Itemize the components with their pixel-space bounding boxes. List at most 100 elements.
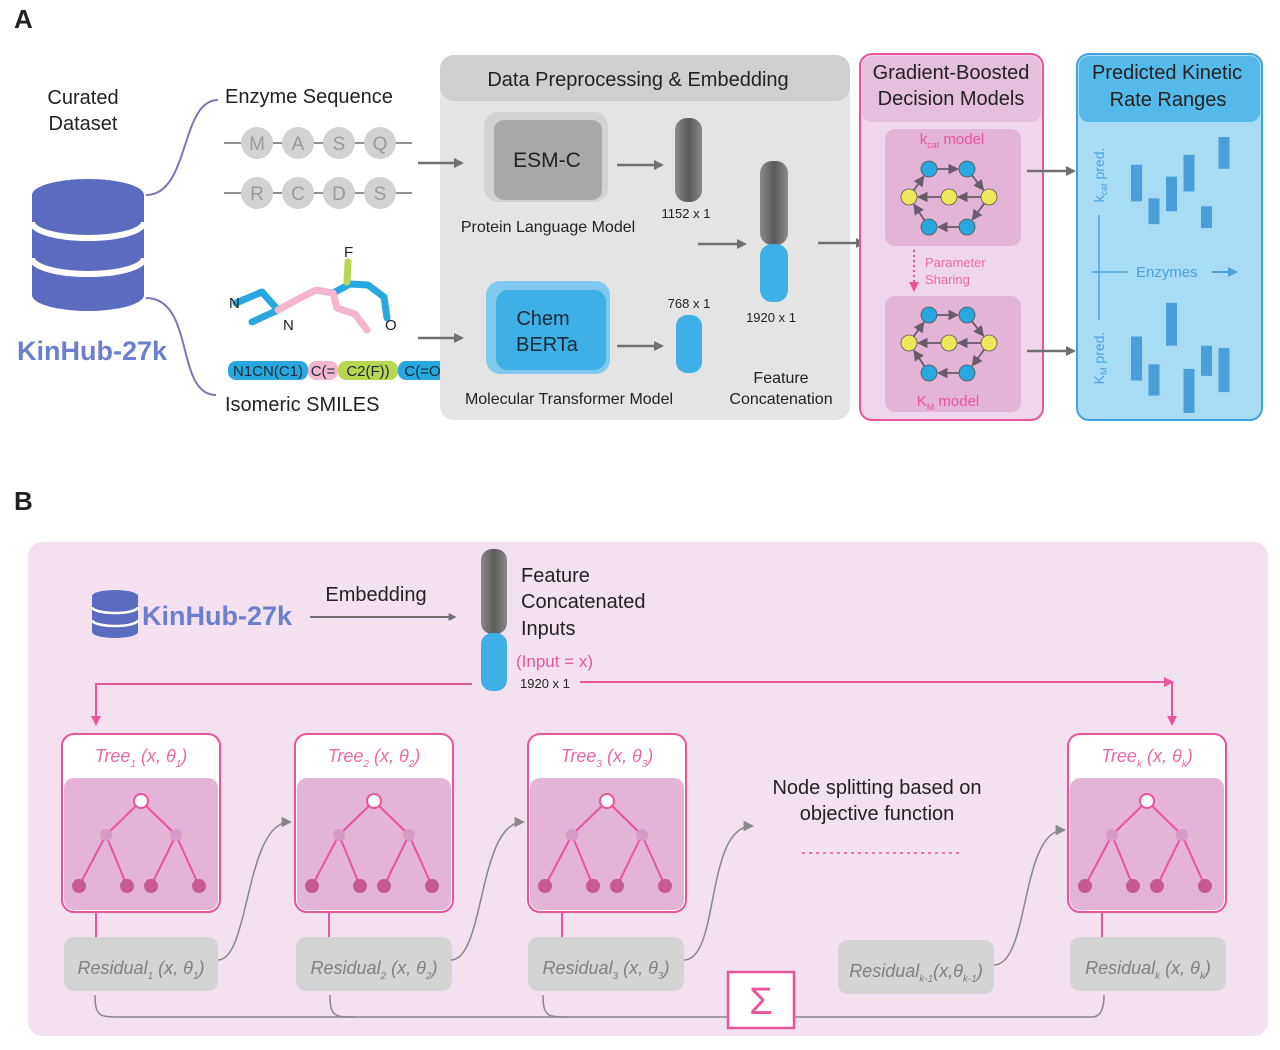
preprocessing-title: Data Preprocessing & Embedding <box>487 69 788 91</box>
tree-root-node <box>1139 793 1155 809</box>
tree-leaf-node <box>538 879 552 893</box>
dataset-name: KinHub-27k <box>17 336 168 366</box>
residue-letter: S <box>374 184 387 205</box>
concat-dim-label: 1920 x 1 <box>746 310 796 325</box>
range-bar <box>1183 154 1195 192</box>
tree-leaf-node <box>658 879 672 893</box>
graph-node <box>920 218 938 236</box>
input-arrow-to-tree1 <box>91 683 472 726</box>
range-bar <box>1201 345 1212 376</box>
panel-a-label: A <box>14 4 33 34</box>
km-pred-axis-label: KM pred. <box>1091 332 1109 385</box>
residue-bead <box>241 177 273 209</box>
chemberta-model-box <box>496 290 606 370</box>
tree-internal-node <box>1176 829 1188 841</box>
concat-caption-line2: Concatenation <box>729 391 832 408</box>
residual-box-bg <box>1070 937 1226 991</box>
tree-edge <box>1111 834 1134 887</box>
tree-internal-node <box>100 829 112 841</box>
residual-to-next-tree-arrow <box>450 816 526 961</box>
smiles-segment-text: C(=O) <box>404 363 445 380</box>
sum-bus-line-right <box>794 994 1105 1018</box>
residue-bead <box>241 127 273 159</box>
mol-dim-label: 768 x 1 <box>668 296 711 311</box>
tree-internal-node <box>403 829 415 841</box>
graph-node <box>940 334 958 352</box>
molecule-structure <box>232 258 391 334</box>
tree-leaf-node <box>192 879 206 893</box>
tree-edge <box>571 834 594 887</box>
connector-to-sequence <box>145 99 219 196</box>
residue-bead <box>364 177 396 209</box>
tree-card: Tree1 (x, θ1) <box>61 733 221 954</box>
range-bar <box>1218 137 1230 169</box>
tree-leaf-node <box>353 879 367 893</box>
graph-node <box>900 188 918 206</box>
tree-card-body <box>297 778 451 910</box>
residue-bead <box>282 177 314 209</box>
smiles-title: Isomeric SMILES <box>225 394 379 416</box>
range-bar <box>1218 348 1230 393</box>
graph-node <box>940 188 958 206</box>
tree-edge <box>175 834 200 887</box>
predictions-header <box>1079 56 1260 122</box>
gbdt-title-line1: Gradient-Boosted <box>873 62 1030 84</box>
tree-edge <box>105 800 142 836</box>
tree-leaf-node <box>1198 879 1212 893</box>
atom-label-o: O <box>385 317 397 334</box>
residue-bead <box>364 127 396 159</box>
kcat-model-box <box>885 129 1021 246</box>
range-bar <box>1166 176 1177 212</box>
graph-node <box>958 218 976 236</box>
tree-label: Tree1 (x, θ1) <box>95 746 188 770</box>
tree-edge <box>338 834 361 887</box>
gbdt-header <box>862 56 1041 122</box>
tree-label: Treek (x, θk) <box>1101 746 1192 770</box>
features-line1: Feature <box>521 565 590 587</box>
smiles-segment-text: C2(F)) <box>346 363 389 380</box>
graph-node <box>958 364 976 382</box>
smiles-segment-bg <box>308 361 338 380</box>
tree-card: Tree3 (x, θ3) <box>527 733 687 954</box>
tree-leaf-node <box>1078 879 1092 893</box>
features-line3: Inputs <box>521 618 575 640</box>
smiles-segment-text: C(= <box>311 363 336 380</box>
graph-node <box>920 306 938 324</box>
tree-internal-node <box>333 829 345 841</box>
tree-edge <box>641 834 666 887</box>
range-bar <box>1148 364 1160 396</box>
tree-edge <box>311 834 340 887</box>
smiles-segment-text: N1CN(C1) <box>233 363 303 380</box>
residual-box: Residualk (x, θk) <box>1070 937 1226 991</box>
residual-box: Residual1 (x, θ1) <box>64 937 218 991</box>
residual-box-bg <box>838 940 994 994</box>
tree-edge <box>1181 834 1206 887</box>
tree-card-body <box>530 778 684 910</box>
graph-node <box>958 306 976 324</box>
residue-letter: S <box>333 134 346 155</box>
parameter-sharing-line1: Parameter <box>925 255 986 270</box>
km-graph-diagram <box>900 306 998 382</box>
smiles-segment-bg <box>338 361 398 380</box>
graph-node <box>980 334 998 352</box>
tree-edge <box>338 800 375 836</box>
chemberta-label-line1: Chem <box>516 308 569 330</box>
residual-box-bg <box>64 937 218 991</box>
tree-edge <box>383 834 410 887</box>
input-vector-protein-part <box>481 549 507 634</box>
residue-letter: C <box>291 184 305 205</box>
preprocessing-header <box>440 55 850 101</box>
esm-c-model-box <box>494 120 602 200</box>
features-line2: Concatenated <box>521 591 646 613</box>
residue-letter: Q <box>373 134 388 155</box>
tree-card-body <box>1070 778 1224 910</box>
residual-to-next-tree-arrow <box>683 820 755 961</box>
residue-letter: M <box>249 134 265 155</box>
tree-leaf-node <box>1150 879 1164 893</box>
input-label: (Input = x) <box>516 652 593 671</box>
parameter-sharing-line2: Sharing <box>925 272 970 287</box>
tree-leaf-node <box>1126 879 1140 893</box>
residual-box: Residualk-1(x,θk-1) <box>838 940 994 994</box>
graph-edge <box>913 349 926 367</box>
